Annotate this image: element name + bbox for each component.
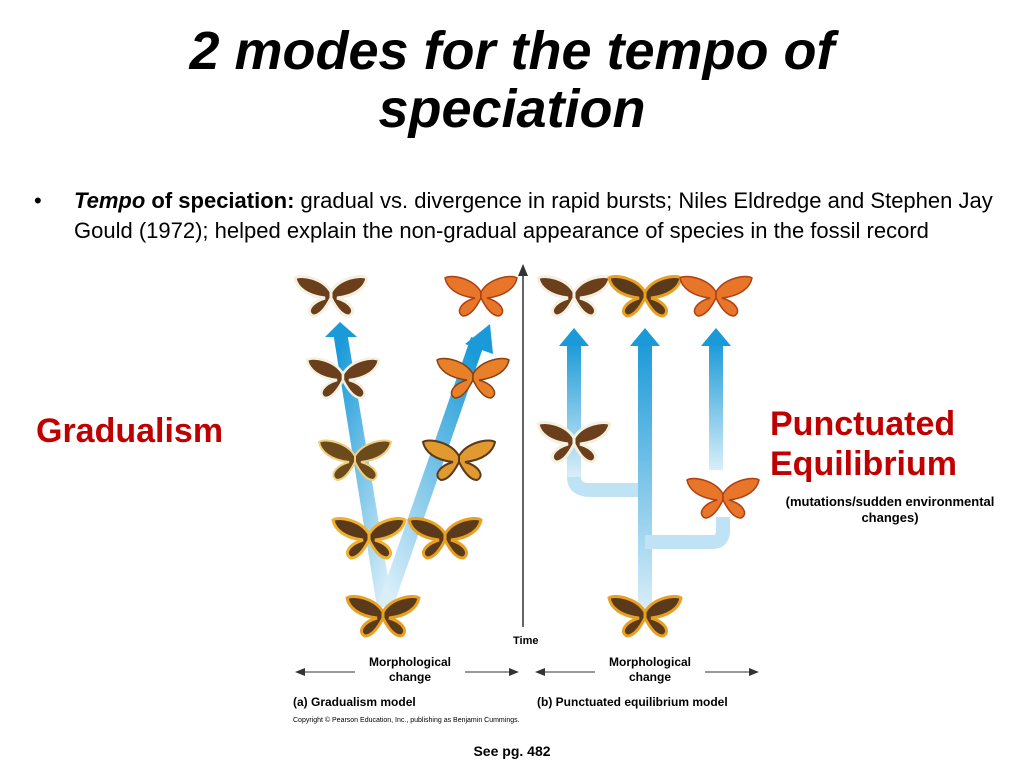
- punctuated-caption: (b) Punctuated equilibrium model: [537, 695, 728, 709]
- pe-branch-middle: [638, 342, 652, 612]
- butterfly-icon: [607, 275, 683, 318]
- butterfly-icon: [686, 477, 760, 519]
- speciation-figure: Time Morphological: [293, 264, 760, 724]
- bullet-marker: •: [34, 188, 42, 213]
- gradualism-branch-left-head: [325, 322, 357, 337]
- pe-branch-middle-head: [630, 328, 660, 346]
- punctuated-equilibrium-label: Punctuated Equilibrium: [770, 404, 957, 484]
- gradualism-branch-right: [377, 337, 485, 607]
- slide-title: 2 modes for the tempo of speciation: [0, 22, 1024, 138]
- bullet-body: gradual vs. divergence in rapid bursts; …: [74, 188, 993, 243]
- punctuated-label-line-1: Punctuated: [770, 405, 956, 443]
- pe-branch-right-head: [701, 328, 731, 346]
- pe-branch-left-head: [559, 328, 589, 346]
- left-morph-axis: Morphological change: [295, 655, 519, 684]
- butterfly-icon: [536, 275, 612, 318]
- bullet-text: Tempo of speciation: gradual vs. diverge…: [74, 186, 1004, 246]
- time-label: Time: [513, 635, 538, 647]
- left-morph-arrowhead-right: [509, 668, 519, 676]
- title-line-1: 2 modes for the tempo of: [189, 21, 835, 81]
- time-axis-arrowhead: [518, 264, 528, 276]
- pe-branch-right: [709, 342, 723, 470]
- pe-branch-left: [567, 342, 581, 477]
- left-morph-arrowhead-left: [295, 668, 305, 676]
- pe-branch-right-join: [645, 517, 730, 549]
- page-reference: See pg. 482: [473, 743, 551, 759]
- right-morph-axis: Morphological change: [535, 655, 759, 684]
- right-morph-label-1: Morphological: [609, 655, 691, 669]
- right-morph-label-2: change: [629, 670, 671, 684]
- title-line-2: speciation: [378, 79, 646, 139]
- copyright-text: Copyright © Pearson Education, Inc., pub…: [293, 716, 520, 724]
- right-morph-arrowhead-left: [535, 668, 545, 676]
- gradualism-caption: (a) Gradualism model: [293, 695, 416, 709]
- left-morph-label-2: change: [389, 670, 431, 684]
- bullet-term-rest: of speciation:: [145, 188, 295, 213]
- left-morph-label-1: Morphological: [369, 655, 451, 669]
- right-morph-arrowhead-right: [749, 668, 759, 676]
- punctuated-label-line-2: Equilibrium: [770, 445, 957, 483]
- butterfly-icon: [407, 517, 483, 560]
- bullet-term: Tempo: [74, 188, 146, 213]
- butterfly-icon: [679, 275, 753, 317]
- butterfly-icon: [293, 275, 369, 318]
- punctuated-note: (mutations/sudden environmental changes): [785, 494, 995, 525]
- punctuated-branches: [559, 328, 731, 612]
- butterfly-icon: [444, 275, 518, 317]
- gradualism-label: Gradualism: [36, 412, 224, 450]
- gradualism-branch-right-head: [465, 324, 493, 354]
- pe-branch-left-join: [567, 476, 652, 497]
